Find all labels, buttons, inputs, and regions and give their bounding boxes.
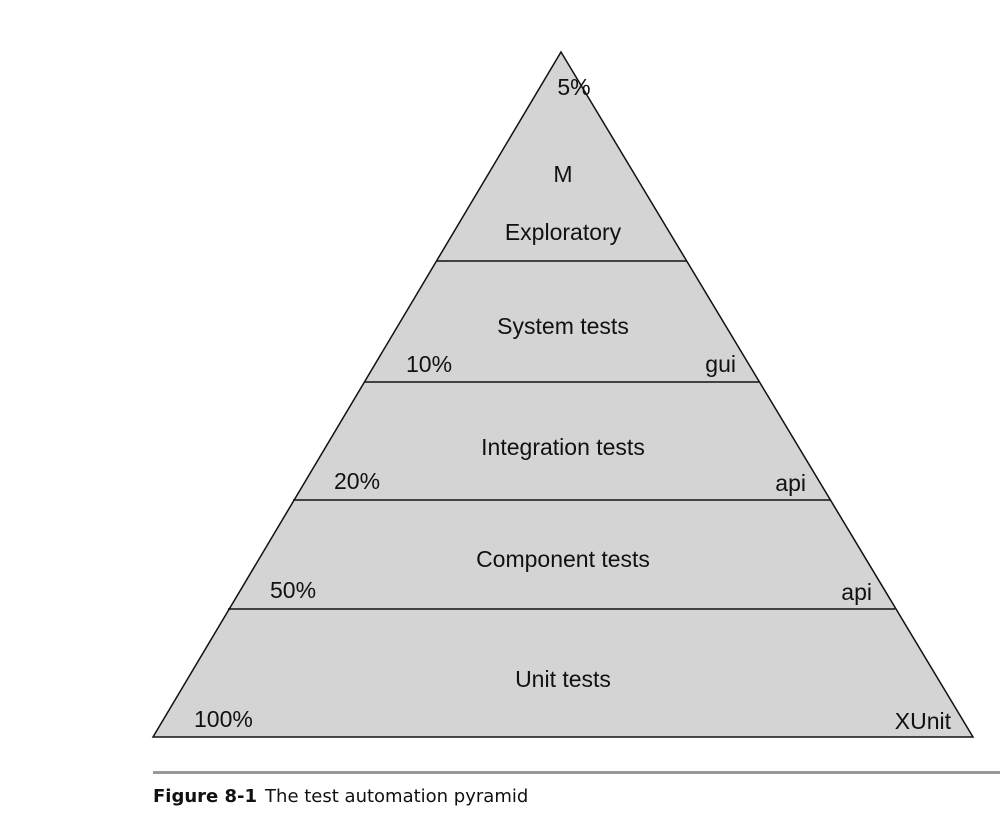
caption-rule bbox=[153, 771, 1000, 774]
figure-caption: Figure 8-1 The test automation pyramid bbox=[153, 786, 528, 807]
layer-label-unit: Unit tests bbox=[515, 666, 611, 692]
layer-percent-component: 50% bbox=[270, 577, 316, 603]
layer-percent-unit: 100% bbox=[194, 706, 253, 732]
layer-label-component: Component tests bbox=[476, 546, 650, 572]
layer-tool-integration: api bbox=[775, 470, 806, 496]
layer-tool-component: api bbox=[841, 579, 872, 605]
layer-label-integration: Integration tests bbox=[481, 434, 645, 460]
layer-percent-integration: 20% bbox=[334, 468, 380, 494]
layer-percent-system: 10% bbox=[406, 351, 452, 377]
layer-label-system: System tests bbox=[497, 313, 629, 339]
layer-tool-system: gui bbox=[705, 351, 736, 377]
figure-number: Figure 8-1 bbox=[153, 786, 258, 807]
top-marker: M bbox=[553, 161, 572, 187]
top-percent: 5% bbox=[557, 74, 590, 100]
layer-tool-unit: XUnit bbox=[895, 708, 952, 734]
pyramid-shape bbox=[151, 50, 975, 738]
top-label: Exploratory bbox=[505, 219, 622, 245]
figure-caption-text: The test automation pyramid bbox=[265, 786, 529, 807]
